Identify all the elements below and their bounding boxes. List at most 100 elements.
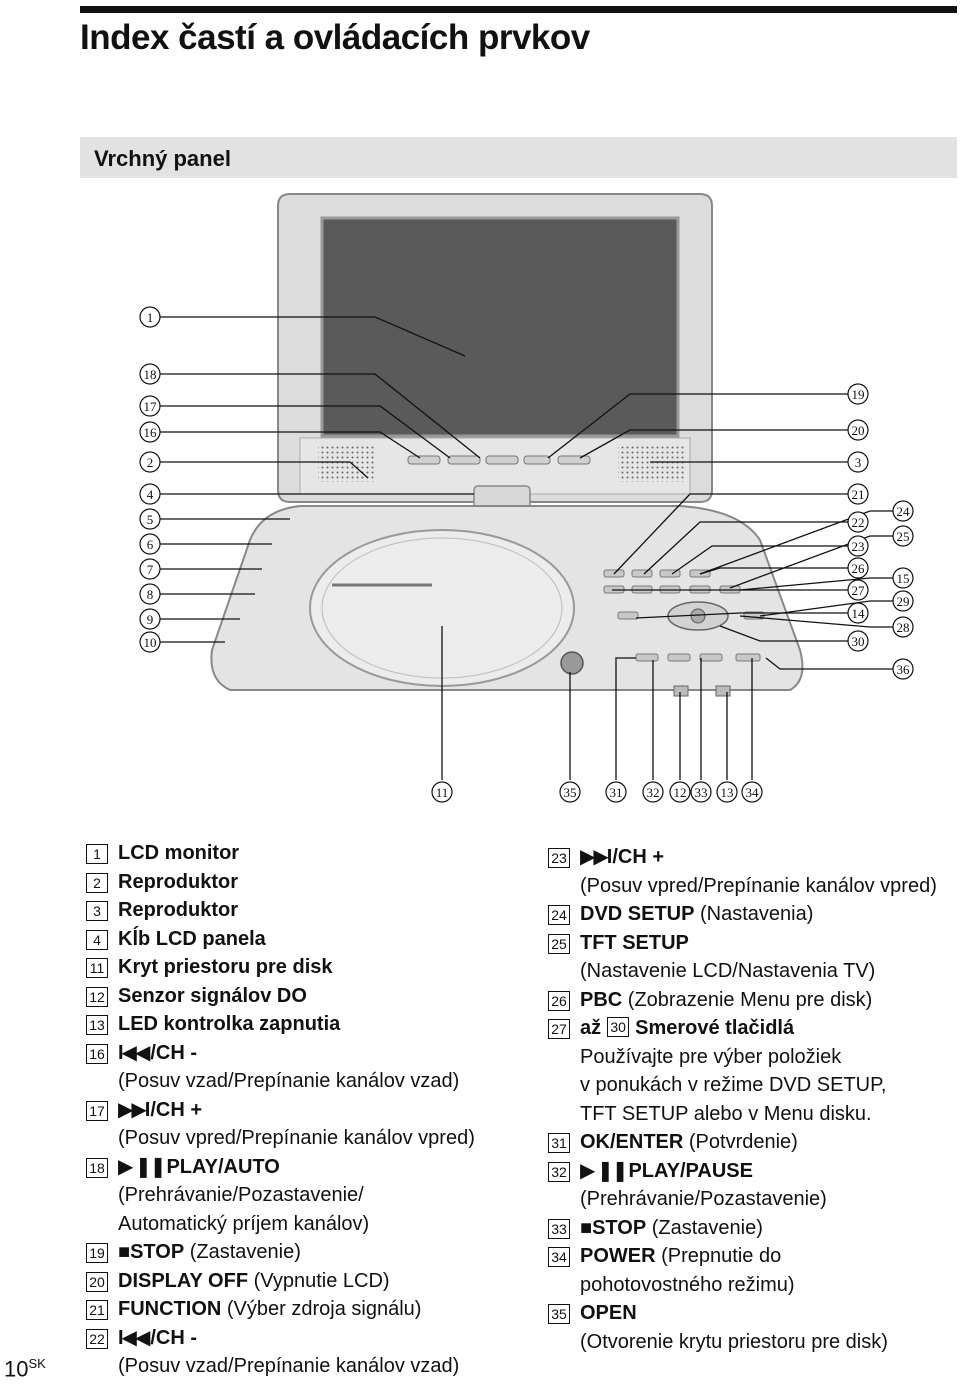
callout-29: 29 [892,590,914,612]
item-label: OPEN [580,1302,637,1324]
item-number: 12 [86,986,108,1007]
callout-label: 3 [855,455,862,470]
callout-20: 20 [847,419,869,441]
item-number: 33 [548,1218,570,1239]
item-label: STOP [592,1216,647,1239]
callout-27: 27 [847,579,869,601]
callout-label: 33 [695,785,708,800]
page-number-value: 10 [4,1356,29,1382]
callout-label: 9 [147,612,154,627]
callout-17: 17 [139,395,161,417]
item-description: (Prepnutie do [655,1245,782,1267]
item-detail-line: pohotovostného režimu) [580,1273,795,1296]
callout-label: 29 [897,594,910,609]
item-detail-line: Používajte pre výber položiek [580,1045,842,1068]
callout-13: 13 [716,781,738,803]
item-label: PLAY/AUTO [166,1155,280,1178]
callout-label: 35 [564,785,577,800]
item-description: (Zastavenie) [646,1216,763,1239]
item-number: 21 [86,1300,108,1320]
callout-18: 18 [139,363,161,385]
item-number: 17 [86,1100,108,1121]
left-speaker-grille [318,446,374,482]
callout-label: 2 [147,455,154,470]
item-number: 22 [86,1328,108,1349]
callout-12: 12 [669,781,691,803]
callout-label: 24 [897,504,911,519]
callout-label: 16 [144,425,158,440]
item-detail-line: (Nastavenie LCD/Nastavenia TV) [580,960,876,982]
item-detail-line: Automatický príjem kanálov) [118,1212,370,1235]
callout-25: 25 [892,525,914,547]
callout-28: 28 [892,616,914,638]
item-label: /CH - [150,1326,197,1349]
legend-item-13: 13 LED kontrolka zapnutia [86,1010,506,1039]
callout-5: 5 [139,508,161,530]
callout-16: 16 [139,421,161,443]
callout-label: 13 [721,785,734,800]
item-label: LED kontrolka zapnutia [118,1013,341,1035]
callout-label: 36 [897,662,911,677]
item-label: LCD monitor [118,842,240,864]
button-symbol-icon: ▶ ❚❚ [580,1159,628,1182]
item-number: 32 [548,1161,570,1182]
button-symbol-icon: I◀◀ [118,1041,150,1064]
item-number: 26 [548,990,570,1011]
legend-item-19: 19■STOP (Zastavenie) [86,1238,506,1267]
callout-36: 36 [892,658,914,680]
callout-15: 15 [892,567,914,589]
callout-11: 11 [431,781,453,803]
button-symbol-icon: ▶ ❚❚ [118,1155,166,1178]
legend-item-1: 1 LCD monitor [86,839,506,868]
callout-label: 18 [144,367,157,382]
callout-26: 26 [847,557,869,579]
item-label: Senzor signálov DO [118,984,307,1007]
callout-1: 1 [139,306,161,328]
item-number: 24 [548,905,570,925]
callout-label: 8 [147,587,154,602]
item-number: 13 [86,1015,108,1035]
item-number: 23 [548,848,570,868]
item-label: OK/ENTER [580,1131,684,1153]
callout-24: 24 [892,500,914,522]
callout-32: 32 [642,781,664,803]
callout-label: 34 [746,785,760,800]
callout-label: 14 [852,606,866,621]
legend-list-right: 23▶▶I/CH +(Posuv vpred/Prepínanie kanálo… [548,843,960,1356]
callout-31: 31 [605,781,627,803]
callout-label: 7 [147,562,154,577]
top-rule [80,6,957,13]
item-description: (Nastavenia) [694,903,814,925]
item-detail-line: (Prehrávanie/Pozastavenie/ [118,1184,364,1206]
item-number: 18 [86,1157,108,1178]
callout-21: 21 [847,483,869,505]
callout-label: 21 [852,487,865,502]
callout-9: 9 [139,608,161,630]
item-number-range-end: 30 [607,1017,630,1037]
page-title: Index častí a ovládacích prvkov [80,18,590,57]
button-symbol-icon: ▶▶I [118,1098,150,1121]
callout-7: 7 [139,558,161,580]
item-label-secondary: Smerové tlačidlá [635,1017,795,1039]
callout-label: 22 [852,515,865,530]
item-label: PLAY/PAUSE [628,1159,753,1182]
callout-30: 30 [847,630,869,652]
item-number: 11 [86,958,108,978]
legend-item-23: 23▶▶I/CH +(Posuv vpred/Prepínanie kanálo… [548,843,960,900]
item-number: 4 [86,929,108,950]
item-number: 1 [86,844,108,864]
button-symbol-icon: ■ [580,1216,592,1239]
callout-label: 17 [144,399,158,414]
button-symbol-icon: ■ [118,1241,130,1263]
item-detail-line: (Otvorenie krytu priestoru pre disk) [580,1330,888,1353]
